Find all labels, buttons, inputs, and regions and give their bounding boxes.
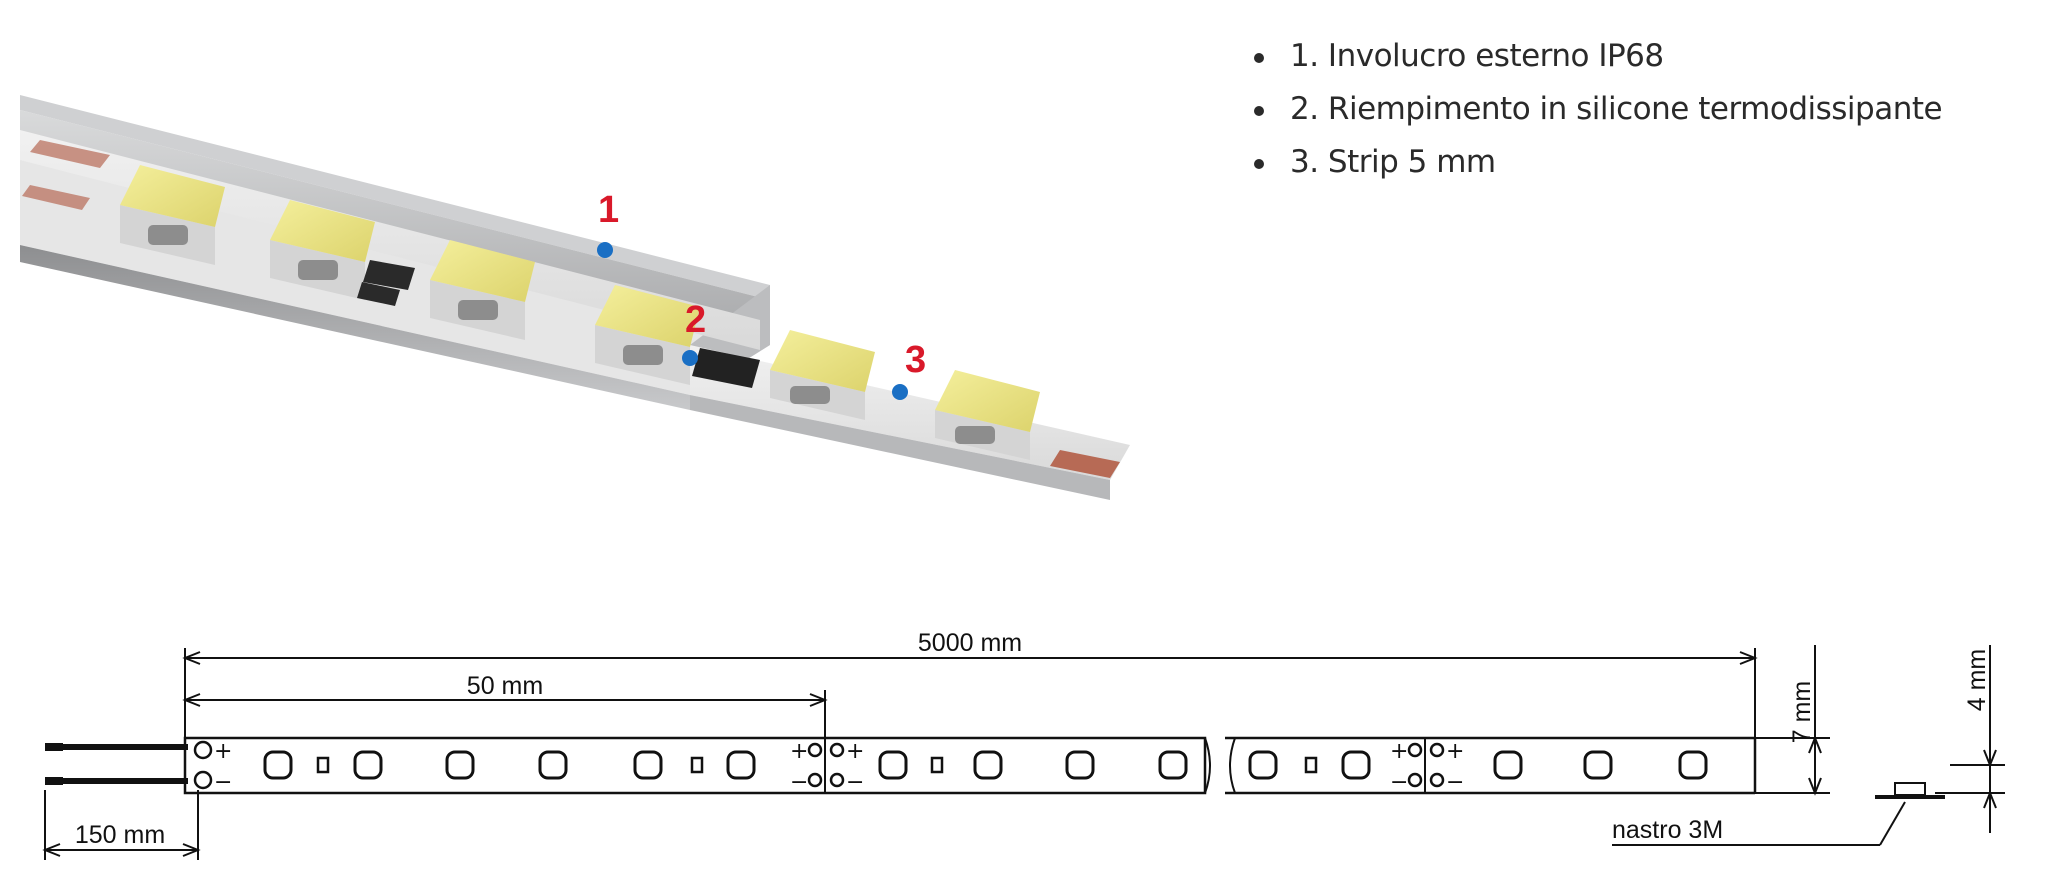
svg-text:−: − (1446, 770, 1464, 795)
power-cables (45, 743, 188, 785)
svg-text:+: + (214, 739, 232, 764)
strip-height-label: 4 mm (1963, 649, 1991, 712)
svg-text:1: 1 (598, 189, 619, 231)
callout-legend: 1. Involucro esterno IP68 2. Riempimento… (1250, 30, 1943, 189)
svg-text:+: + (846, 739, 864, 764)
svg-text:2: 2 (685, 299, 706, 341)
strip-width-label: 7 mm (1788, 681, 1816, 744)
strip-technical-drawing: + − + − + − + − + − 5000 mm 50 mm 150 mm… (42, 629, 2005, 860)
callout-3-marker: 3 (892, 339, 926, 400)
led-modules (120, 165, 1040, 460)
cable-length-label: 150 mm (75, 821, 165, 849)
svg-text:−: − (846, 770, 864, 795)
svg-text:+: + (1446, 739, 1464, 764)
callout-item: 3. Strip 5 mm (1250, 136, 1942, 189)
svg-text:−: − (214, 770, 232, 795)
segment-length-label: 50 mm (467, 672, 543, 700)
svg-text:−: − (1390, 770, 1408, 795)
svg-text:3: 3 (905, 339, 926, 381)
tape-label: nastro 3M (1612, 816, 1723, 844)
callout-1-marker: 1 (597, 189, 619, 258)
svg-text:+: + (790, 739, 808, 764)
total-length-label: 5000 mm (918, 629, 1022, 657)
strip-led-marks (263, 750, 1708, 780)
svg-text:+: + (1390, 739, 1408, 764)
callout-item: 1. Involucro esterno IP68 (1250, 30, 1942, 83)
led-strip-illustration: 1 2 3 (20, 95, 1130, 500)
svg-text:−: − (790, 770, 808, 795)
polarity-marks: + − + − + − + − + − (214, 739, 1464, 795)
callout-item: 2. Riempimento in silicone termodissipan… (1250, 83, 1943, 136)
callout-2-marker: 2 (682, 299, 706, 366)
